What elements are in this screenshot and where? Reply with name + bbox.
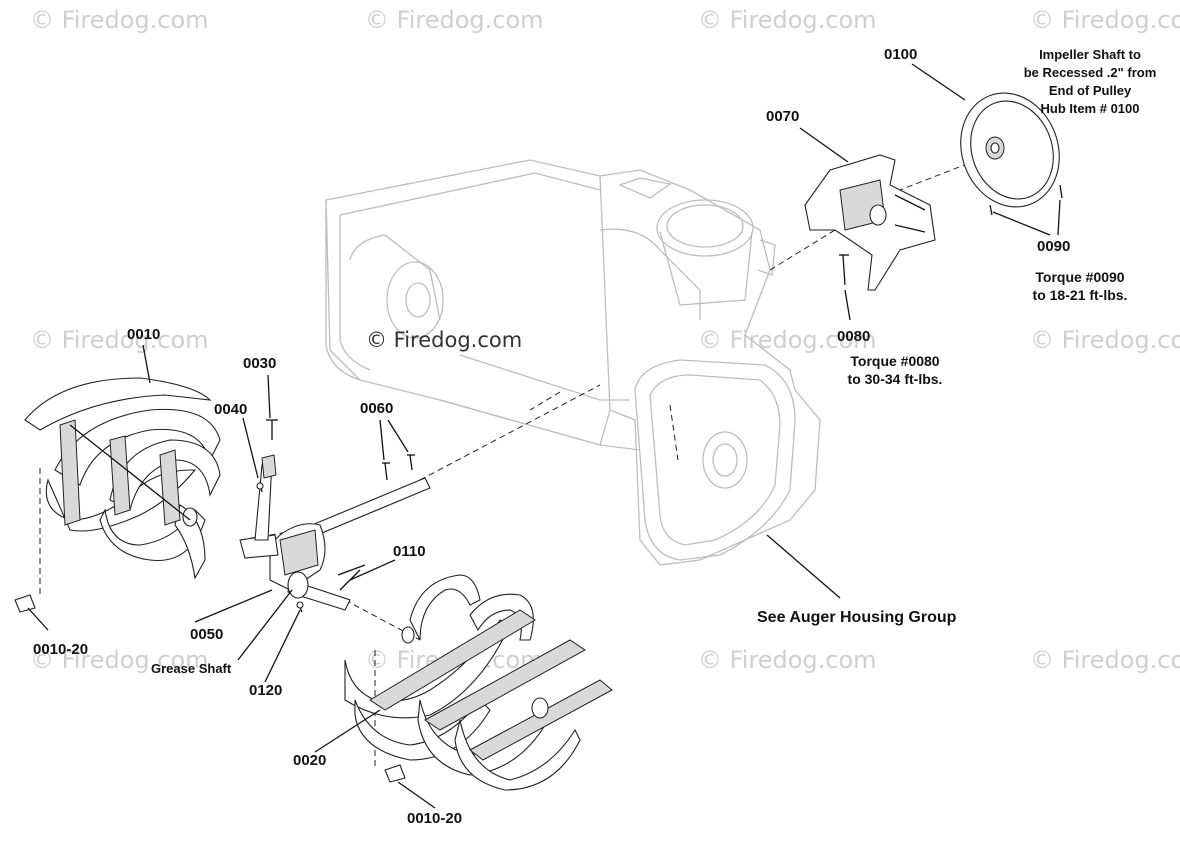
- part-label-0060: 0060: [360, 400, 394, 417]
- left-auger: [24, 377, 221, 580]
- watermark: © Firedog.com: [1030, 326, 1180, 354]
- watermark: © Firedog.com: [30, 326, 209, 354]
- auger-housing: [325, 159, 821, 566]
- torque-0090-note: Torque #0090 to 18-21 ft-lbs.: [1020, 268, 1140, 304]
- part-label-0020: 0020: [293, 752, 327, 769]
- hardware: [14, 254, 849, 783]
- torque-0080-note: Torque #0080 to 30-34 ft-lbs.: [832, 352, 958, 388]
- torque-note-line: to 30-34 ft-lbs.: [847, 371, 943, 387]
- assembly-line: [419, 384, 601, 481]
- impeller-note: Impeller Shaft to be Recessed .2" from E…: [1005, 46, 1175, 118]
- part-label-0030: 0030: [243, 355, 277, 372]
- impeller-bracket: [804, 154, 936, 291]
- part-label-0090: 0090: [1037, 238, 1071, 255]
- torque-note-line: Torque #0080: [850, 353, 940, 369]
- watermark: © Firedog.com: [1030, 6, 1180, 34]
- watermark: © Firedog.com: [698, 6, 877, 34]
- part-label-0080: 0080: [837, 328, 871, 345]
- torque-note-line: to 18-21 ft-lbs.: [1032, 287, 1128, 303]
- watermark: © Firedog.com: [30, 6, 209, 34]
- part-label-0050: 0050: [190, 626, 224, 643]
- impeller-note-line: be Recessed .2" from: [1023, 65, 1157, 80]
- assembly-line: [529, 391, 561, 411]
- watermark-main: © Firedog.com: [366, 328, 523, 352]
- leader-lines: [27, 63, 1061, 809]
- impeller-note-line: End of Pulley: [1048, 83, 1132, 98]
- gearbox-assembly: [239, 454, 431, 611]
- part-label-0010-20-bottom: 0010-20: [407, 810, 463, 827]
- watermark: © Firedog.com: [365, 6, 544, 34]
- watermark: © Firedog.com: [30, 646, 209, 674]
- part-label-0100: 0100: [884, 46, 918, 63]
- impeller-note-line: Impeller Shaft to: [1039, 47, 1141, 62]
- impeller-note-line: Hub Item # 0100: [1040, 101, 1140, 116]
- watermark: © Firedog.com: [1030, 646, 1180, 674]
- right-auger: [344, 574, 613, 791]
- part-label-0010-20-left: 0010-20: [33, 641, 89, 658]
- pulley: [960, 92, 1063, 216]
- torque-note-line: Torque #0090: [1035, 269, 1125, 285]
- grease-shaft-label: Grease Shaft: [151, 661, 232, 676]
- part-label-0110: 0110: [393, 543, 426, 560]
- assembly-line: [669, 404, 679, 461]
- part-label-0070: 0070: [766, 108, 800, 125]
- part-label-0010: 0010: [127, 326, 161, 343]
- part-label-0040: 0040: [214, 401, 248, 418]
- see-auger-housing-label: See Auger Housing Group: [757, 609, 957, 626]
- part-label-0120: 0120: [249, 682, 283, 699]
- watermark: © Firedog.com: [698, 326, 877, 354]
- watermark: © Firedog.com: [698, 646, 877, 674]
